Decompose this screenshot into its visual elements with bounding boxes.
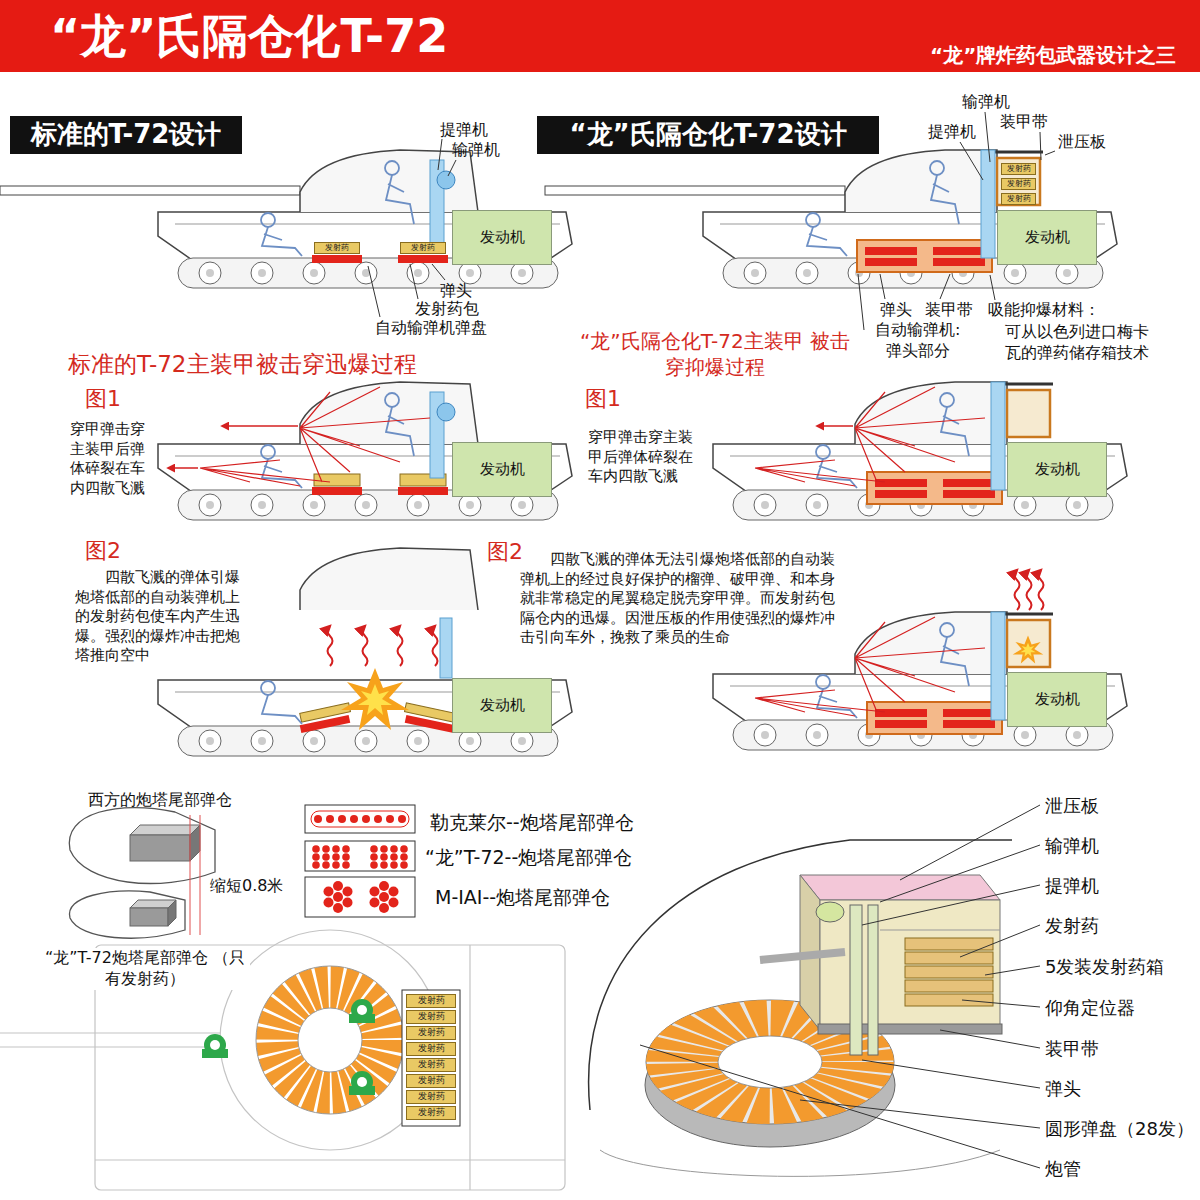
node-text: 发动机 <box>480 462 525 478</box>
engine-box: 发动机 <box>452 442 552 497</box>
charge-box: 发射药 <box>406 1058 456 1072</box>
part-label: 仰角定位器 <box>1045 996 1135 1019</box>
node-text: 发射药 <box>418 1028 445 1037</box>
legend-text: 勒克莱尔--炮塔尾部弹仓 <box>430 810 634 836</box>
charge-box: 发射药 <box>1001 163 1036 175</box>
node-text: 发射药 <box>418 1044 445 1053</box>
node-text: 发射药 <box>325 244 349 252</box>
charge-box: 发射药 <box>406 1010 456 1024</box>
subtitle: “龙”牌炸药包武器设计之三 <box>930 42 1176 68</box>
node-text: 发射药 <box>411 244 435 252</box>
figure-number: 图2 <box>85 537 121 566</box>
section-header: 标准的T-72设计 <box>10 116 242 154</box>
node-text: 发射药 <box>418 1092 445 1101</box>
engine-box: 发动机 <box>1007 672 1107 727</box>
charge-box: 发射药 <box>314 242 360 254</box>
part-label: 装甲带 <box>1045 1037 1099 1060</box>
part-label: 发射药 <box>1045 914 1099 937</box>
part-label: 炮管 <box>1045 1157 1081 1180</box>
figure-number: 图1 <box>85 385 121 414</box>
node-text: 发射药 <box>418 1060 445 1069</box>
node-text: 标准的T-72设计 <box>31 121 222 148</box>
node-text: 发动机 <box>480 230 525 246</box>
node-text: 发动机 <box>1035 692 1080 708</box>
engine-box: 发动机 <box>1007 442 1107 497</box>
part-label: 弹头 <box>1045 1077 1081 1100</box>
part-label: 装甲带 <box>1000 112 1048 133</box>
engine-box: 发动机 <box>452 210 552 265</box>
section-header: “龙”氏隔仓化T-72设计 <box>537 116 879 154</box>
node-text: “龙”氏隔仓化T-72设计 <box>569 121 846 148</box>
node-text: 发动机 <box>1025 230 1070 246</box>
note: 四散飞溅的弹体无法引爆炮塔低部的自动装弹机上的经过良好保护的榴弹、破甲弹、和本身… <box>520 550 840 648</box>
part-label: 泄压板 <box>1058 132 1106 153</box>
node-text: 发射药 <box>418 1076 445 1085</box>
part-label: 自动输弹机弹盘 <box>375 318 487 339</box>
section-heading: 标准的T-72主装甲被击穿迅爆过程 <box>68 350 417 380</box>
part-label: 输弹机 <box>1045 834 1099 857</box>
part-label: 圆形弹盘（28发） <box>1045 1117 1194 1140</box>
part-label: 自动输弹机: 弹头部分 <box>868 320 967 362</box>
engine-box: 发动机 <box>452 678 552 733</box>
note: 四散飞溅的弹体引爆炮塔低部的自动装弹机上的发射药包使车内产生迅爆。强烈的爆炸冲击… <box>75 568 245 666</box>
figure-number: 图1 <box>585 385 621 414</box>
charge-box: 发射药 <box>406 1090 456 1104</box>
charge-box: 发射药 <box>406 1074 456 1088</box>
note: 穿甲弹击穿主装甲后弹体碎裂在车内四散飞溅 <box>588 428 698 487</box>
node-text: 发射药 <box>418 996 445 1005</box>
figure-number: 图2 <box>487 538 523 567</box>
part-label: 弹头 <box>440 281 472 302</box>
part-label: 吸能抑爆材料： <box>988 300 1100 321</box>
charge-box: 发射药 <box>400 242 446 254</box>
charge-box: 发射药 <box>406 1026 456 1040</box>
part-label: 装甲带 <box>925 300 973 321</box>
charge-box: 发射药 <box>1001 193 1036 205</box>
part-label: 提弹机 <box>928 122 976 143</box>
engine-box: 发动机 <box>997 210 1097 265</box>
legend-text: “龙”T-72--炮塔尾部弹仓 <box>425 845 632 871</box>
part-label: 输弹机 <box>962 92 1010 113</box>
note: 穿甲弹击穿主装甲后弹体碎裂在车内四散飞溅 <box>70 420 150 498</box>
node-text: 发射药 <box>418 1012 445 1021</box>
part-label: 西方的炮塔尾部弹仓 <box>88 790 232 811</box>
part-label: 泄压板 <box>1045 794 1099 817</box>
node-text: 发动机 <box>480 698 525 714</box>
node-text: 发射药 <box>418 1108 445 1117</box>
part-label: 提弹机 <box>1045 874 1099 897</box>
part-label: 输弹机 <box>452 140 500 161</box>
charge-box: 发射药 <box>406 1042 456 1056</box>
dimension: 缩短0.8米 <box>210 876 283 897</box>
node-text: 发射药 <box>1007 165 1031 173</box>
node-text: 发射药 <box>1007 195 1031 203</box>
part-label: 弹头 <box>880 300 912 321</box>
note: 可从以色列进口梅卡瓦的弹药储存箱技术 <box>1005 322 1154 364</box>
part-label: 5发装发射药箱 <box>1045 955 1164 978</box>
node-text: 发射药 <box>1007 180 1031 188</box>
charge-box: 发射药 <box>406 1106 456 1120</box>
node-text: 发动机 <box>1035 462 1080 478</box>
part-label: 发射药包 <box>415 299 479 320</box>
charge-box: 发射药 <box>406 994 456 1008</box>
part-label: 提弹机 <box>440 120 488 141</box>
title-text: “龙”氏隔仓化T-72 <box>50 6 448 68</box>
legend-text: M-IAI--炮塔尾部弹仓 <box>435 885 610 911</box>
part-label: “龙”T-72炮塔尾部弹仓 （只有发射药） <box>40 948 250 990</box>
charge-box: 发射药 <box>1001 178 1036 190</box>
section-heading: “龙”氏隔仓化T-72主装甲 被击穿抑爆过程 <box>575 328 855 380</box>
